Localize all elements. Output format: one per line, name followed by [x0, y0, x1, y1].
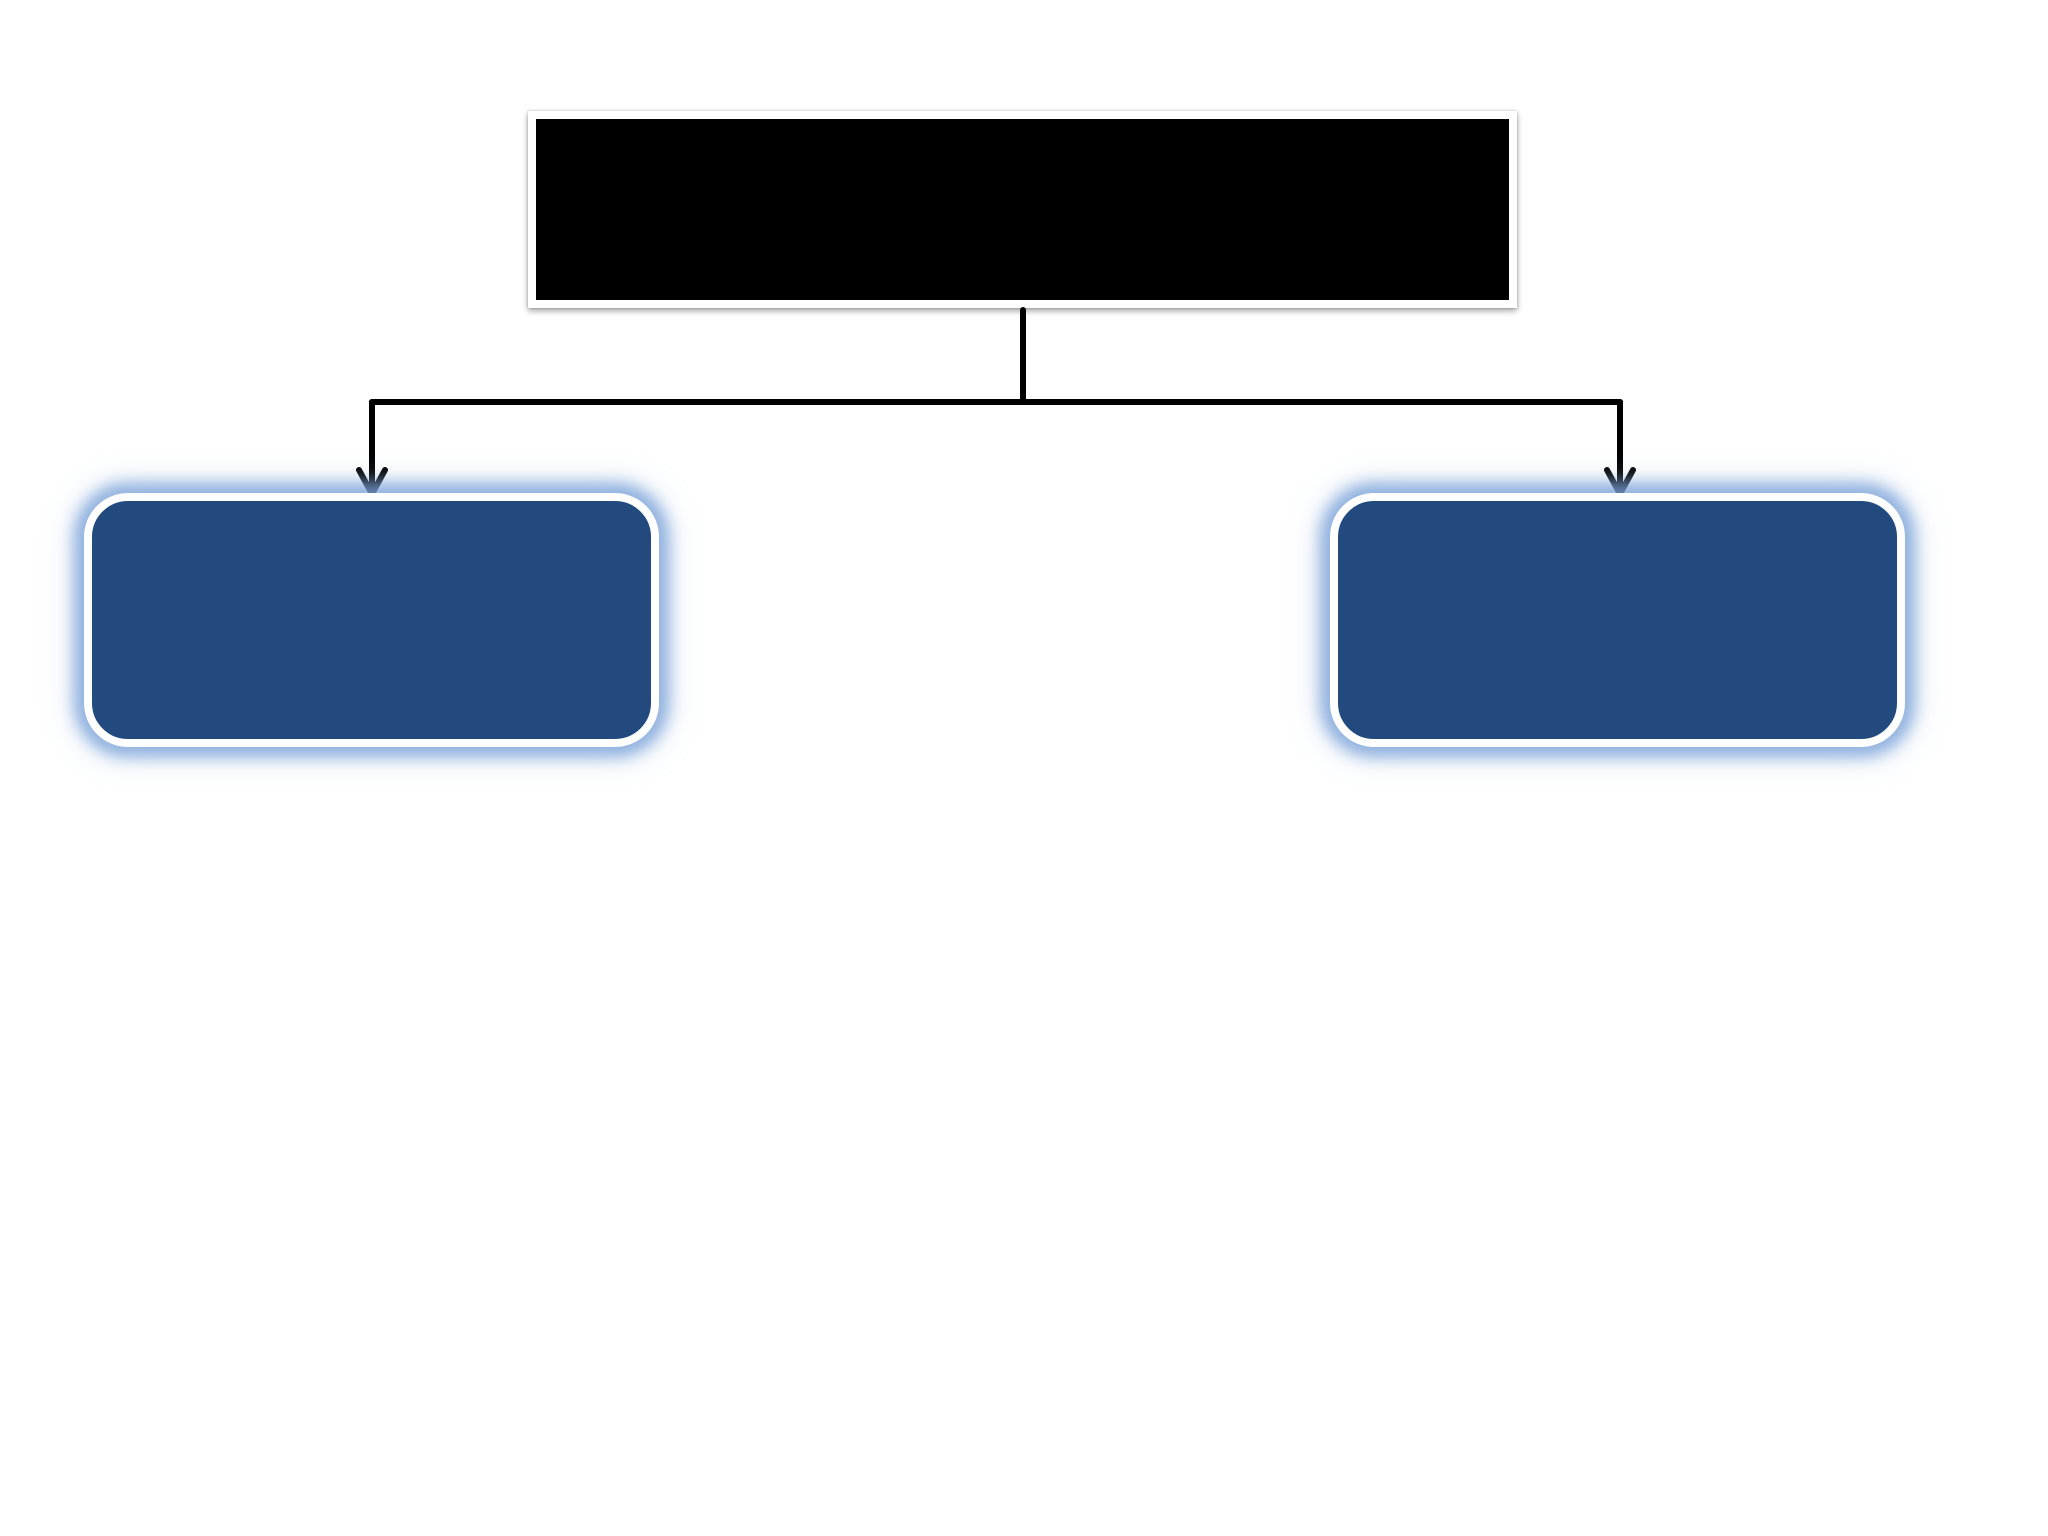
left-arrowhead-icon — [356, 467, 388, 497]
child-node-left — [84, 493, 659, 747]
right-arrowhead-icon — [1604, 467, 1636, 497]
top-node-box — [528, 111, 1517, 308]
child-node-right — [1330, 493, 1905, 747]
